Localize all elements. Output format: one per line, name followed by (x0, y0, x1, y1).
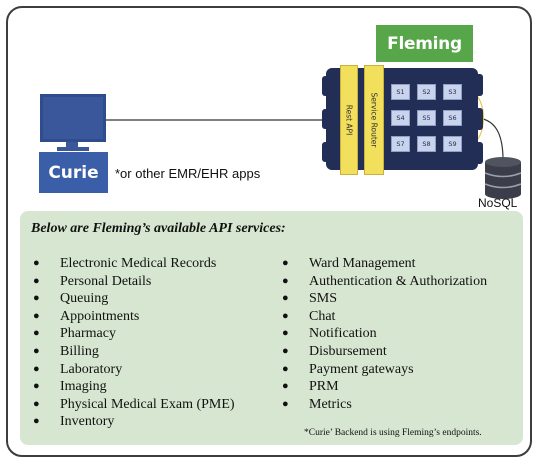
list-item: ●Authentication & Authorization (282, 273, 488, 289)
list-item: ●Pharmacy (33, 326, 116, 342)
bullet: ● (33, 362, 40, 375)
list-item: ●Inventory (33, 414, 115, 430)
list-item: ●Personal Details (33, 273, 152, 289)
rest-api-label: Rest API (344, 104, 354, 136)
list-item: ●Chat (282, 308, 336, 324)
list-item: ●Billing (33, 343, 99, 359)
service-node: S4 (391, 110, 410, 126)
service-node: S3 (443, 84, 462, 100)
bullet: ● (282, 380, 289, 393)
list-item: ●Imaging (33, 379, 107, 395)
bullet: ● (282, 257, 289, 269)
list-item: ●Notification (282, 326, 377, 342)
list-item: ●Queuing (33, 291, 109, 307)
list-item: ●Ward Management (282, 256, 416, 271)
monitor-base (57, 147, 89, 151)
bullet: ● (33, 344, 40, 357)
service-node: S2 (417, 84, 436, 100)
bullet: ● (33, 309, 40, 322)
api-list-right: ●Ward Management ●Authentication & Autho… (280, 255, 487, 413)
curie-label: Curie (39, 152, 108, 193)
service-node: S1 (391, 84, 410, 100)
bullet: ● (282, 397, 289, 410)
bullet: ● (282, 344, 289, 357)
service-node: S8 (417, 136, 436, 152)
list-item: ●Laboratory (33, 361, 123, 377)
service-node: S5 (417, 110, 436, 126)
database-icon (484, 157, 522, 199)
api-services-panel (20, 211, 523, 445)
list-item: ●SMS (282, 291, 338, 307)
bullet: ● (33, 380, 40, 393)
bullet: ● (33, 327, 40, 340)
service-router-label: Service Router (369, 92, 379, 148)
fleming-label: Fleming (376, 25, 473, 62)
api-list-left: ●Electronic Medical Records ●Personal De… (31, 255, 235, 431)
rest-api-bar: Rest API (340, 65, 358, 175)
curie-note: *or other EMR/EHR apps (115, 166, 261, 181)
bullet: ● (33, 274, 40, 287)
bullet: ● (33, 415, 40, 428)
list-item: ●Appointments (33, 308, 140, 324)
bullet: ● (33, 292, 40, 305)
monitor-icon (40, 94, 106, 142)
nosql-label: NoSQL (478, 196, 518, 210)
list-item: ●Physical Medical Exam (PME) (33, 396, 235, 412)
list-item: ●PRM (282, 379, 339, 395)
service-node: S9 (443, 136, 462, 152)
bullet: ● (33, 397, 40, 410)
monitor-stand (66, 142, 78, 147)
bullet: ● (282, 309, 289, 322)
bullet: ● (282, 292, 289, 305)
list-item: ●Disbursement (282, 343, 387, 359)
service-node: S6 (443, 110, 462, 126)
bullet: ● (282, 327, 289, 340)
bullet: ● (282, 362, 289, 375)
service-router-bar: Service Router (364, 65, 384, 175)
bullet: ● (282, 274, 289, 287)
panel-title: Below are Fleming’s available API servic… (31, 221, 286, 236)
list-item: ●Metrics (282, 396, 352, 412)
list-item: ●Electronic Medical Records (33, 256, 217, 271)
service-node: S7 (391, 136, 410, 152)
list-item: ●Payment gateways (282, 361, 414, 377)
footnote: *Curie’ Backend is using Fleming’s endpo… (304, 428, 482, 438)
bullet: ● (33, 257, 40, 269)
